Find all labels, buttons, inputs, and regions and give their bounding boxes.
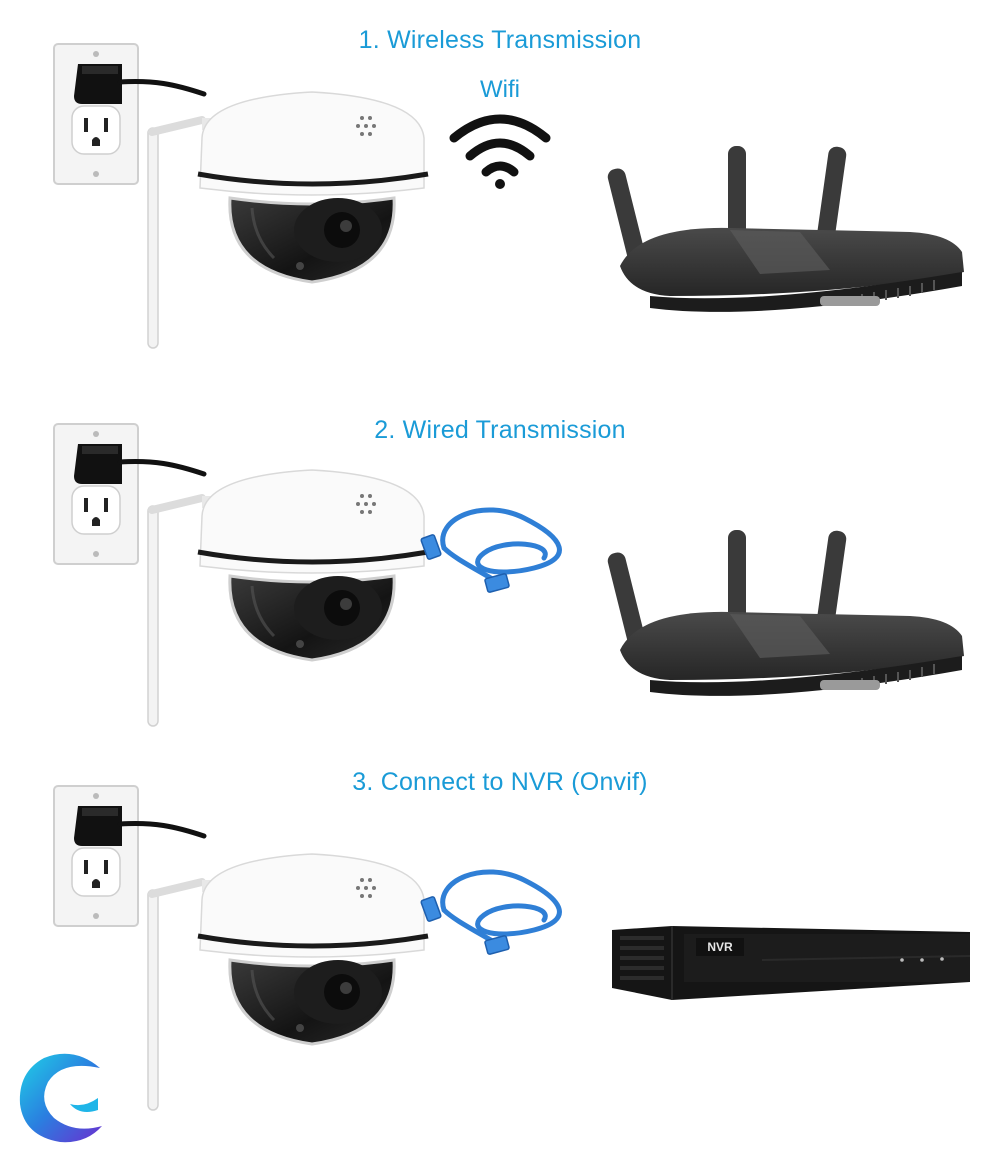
ethernet-cable-icon [424, 498, 574, 598]
ethernet-cable-icon [424, 860, 574, 960]
router-icon [605, 144, 965, 313]
router-icon [605, 528, 965, 697]
nvr-badge: NVR [707, 940, 733, 954]
section-3-title: 3. Connect to NVR (Onvif) [352, 768, 648, 796]
dome-camera-icon [142, 860, 442, 1120]
dome-camera-icon [142, 98, 442, 358]
section-1-title: 1. Wireless Transmission [358, 26, 642, 54]
section-2-title: 2. Wired Transmission [374, 416, 626, 444]
wifi-icon [449, 114, 551, 189]
nvr-recorder-icon: NVR [612, 926, 971, 1000]
brand-logo [19, 1053, 102, 1143]
wifi-label: Wifi [480, 76, 520, 103]
dome-camera-icon [142, 476, 442, 736]
